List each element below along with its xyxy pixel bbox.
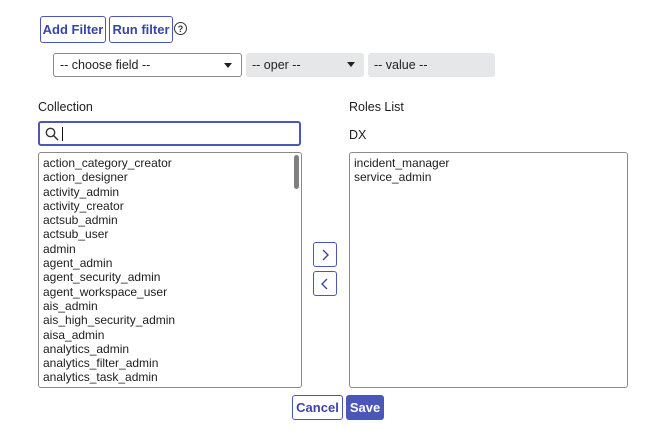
value-placeholder: -- value --: [374, 58, 428, 72]
cancel-button[interactable]: Cancel: [292, 395, 343, 420]
chevron-down-icon: [224, 63, 232, 68]
remove-from-roles-button[interactable]: [313, 271, 337, 296]
collection-list-item[interactable]: admin: [43, 241, 76, 256]
collection-list-item[interactable]: actsub_user: [43, 227, 109, 242]
search-icon: [45, 127, 59, 141]
collection-list-item[interactable]: analytics_viewer: [43, 385, 301, 387]
question-circle-icon[interactable]: ?: [174, 22, 187, 35]
chevron-right-icon: [322, 249, 329, 260]
choose-field-value: -- choose field --: [60, 58, 151, 72]
scrollbar-thumb[interactable]: [294, 155, 299, 189]
choose-field-select[interactable]: -- choose field --: [53, 53, 242, 77]
collection-list-item[interactable]: aisa_admin: [43, 327, 105, 342]
save-button[interactable]: Save: [346, 395, 384, 420]
collection-search-input[interactable]: [38, 121, 301, 146]
collection-list-item[interactable]: actsub_admin: [43, 213, 118, 228]
add-to-roles-button[interactable]: [313, 242, 337, 267]
oper-select[interactable]: -- oper --: [246, 53, 364, 77]
oper-value: -- oper --: [252, 58, 301, 72]
add-filter-button[interactable]: Add Filter: [40, 16, 106, 43]
collection-list-item[interactable]: analytics_admin: [43, 341, 130, 356]
run-filter-button[interactable]: Run filter: [109, 16, 173, 43]
value-input[interactable]: -- value --: [368, 53, 495, 77]
chevron-left-icon: [321, 278, 328, 289]
collection-list-item[interactable]: analytics_filter_admin: [43, 356, 159, 371]
collection-list-item[interactable]: action_category_creator: [43, 156, 172, 170]
chevron-down-icon: [347, 62, 355, 67]
collection-list-item[interactable]: agent_admin: [43, 256, 113, 271]
roles-list-item[interactable]: service_admin: [354, 170, 432, 185]
collection-list-item[interactable]: ais_high_security_admin: [43, 313, 176, 328]
collection-list-item[interactable]: analytics_task_admin: [43, 370, 158, 385]
collection-list-item[interactable]: activity_admin: [43, 184, 120, 199]
collection-list-item[interactable]: action_designer: [43, 170, 128, 185]
roles-subheading: DX: [349, 128, 367, 142]
collection-list-item[interactable]: agent_security_admin: [43, 270, 161, 285]
roles-list-item[interactable]: incident_manager: [354, 156, 450, 170]
text-cursor: [62, 127, 63, 141]
collection-list-item[interactable]: activity_creator: [43, 198, 124, 213]
collection-list-item[interactable]: ais_admin: [43, 298, 98, 313]
roles-list-heading: Roles List: [349, 100, 404, 114]
collection-list-item[interactable]: agent_workspace_user: [43, 284, 168, 299]
collection-heading: Collection: [38, 100, 93, 114]
